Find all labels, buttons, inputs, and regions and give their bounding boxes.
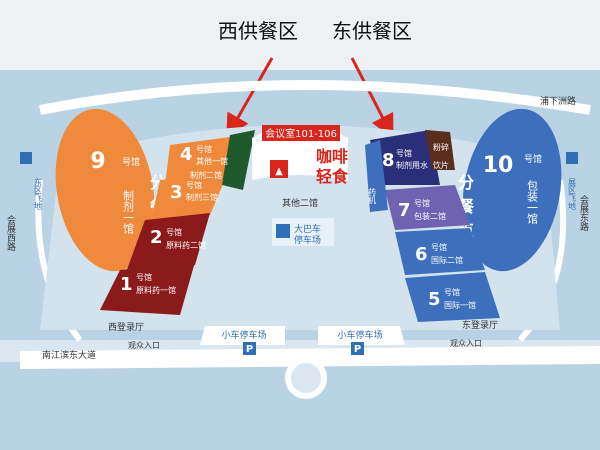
hall-6-name: 国际二馆	[431, 255, 463, 265]
east-entrance: 东登录厅	[462, 319, 498, 331]
hall-3[interactable]	[150, 172, 228, 225]
hall-10-name: 包装一馆	[526, 180, 539, 225]
hall-3b-name: 制剂二馆	[190, 170, 222, 180]
meeting-icon-glyph: ▲	[275, 166, 283, 177]
east-channel-label: 展区飞地	[568, 178, 577, 210]
hall-9[interactable]	[43, 101, 166, 279]
east-arrow	[350, 57, 394, 139]
other-hall2-label: 其他二馆	[282, 197, 318, 209]
hall-9-sub: 号馆	[122, 156, 140, 168]
hall-8[interactable]	[370, 130, 440, 185]
hall-7-num: 7	[398, 200, 411, 221]
hall-8-name: 制剂用水	[396, 160, 428, 170]
hall-10-num: 10	[483, 153, 514, 178]
hall-3-num: 3	[170, 182, 183, 203]
hall-8-side-label: 粉碎	[433, 142, 449, 152]
hall-10[interactable]	[450, 101, 573, 279]
bus-icon	[276, 224, 290, 238]
hall-4-side	[222, 130, 255, 190]
side-hall	[365, 140, 388, 212]
hall-3-sub: 号馆	[186, 180, 202, 190]
bus-parking-2: 停车场	[294, 234, 321, 246]
hall-1-num: 1	[120, 274, 133, 295]
east-dining-title: 东供餐区	[332, 19, 412, 43]
hall-10-sub: 号馆	[524, 153, 542, 165]
hall-6[interactable]	[395, 228, 485, 275]
hall-8-sub: 号馆	[396, 148, 412, 158]
hall-2-num: 2	[150, 227, 163, 248]
car-parking-east-label: 小车停车场	[337, 329, 382, 341]
northeast-road-label: 浦下洲路	[540, 95, 576, 107]
hall-7-sub: 号馆	[414, 198, 430, 208]
north-road	[39, 80, 591, 115]
svg-text:分: 分	[458, 173, 474, 192]
hall-6-num: 6	[415, 244, 428, 265]
hall-8-side-label2: 饮片	[433, 160, 449, 170]
hall-2-name: 原料药二馆	[166, 240, 206, 250]
hall-7[interactable]	[385, 185, 470, 230]
hall-1-name: 原料药一馆	[136, 285, 176, 295]
east-road-label: 会展东路	[578, 194, 589, 232]
hall-4-name: 其他一馆	[196, 156, 228, 166]
hall-4-num: 4	[180, 144, 193, 165]
west-road-label: 会展西路	[5, 214, 16, 252]
west-audience-entrance: 观众入口	[128, 341, 160, 350]
hall-1-sub: 号馆	[136, 272, 152, 282]
hall-5-num: 5	[428, 289, 441, 310]
meeting-icon	[270, 160, 288, 178]
hall-4-sub: 号馆	[196, 144, 212, 154]
west-dining-title: 西供餐区	[218, 19, 298, 43]
hall-2[interactable]	[125, 213, 210, 275]
parking-icon-east	[351, 342, 364, 355]
hall-9-name: 制剂一馆	[122, 190, 135, 235]
hall-2-sub: 号馆	[166, 227, 182, 237]
south-road-label: 南江滨东大道	[42, 349, 96, 361]
cafe-label-1: 咖啡	[316, 147, 348, 166]
hall-6-sub: 号馆	[431, 242, 447, 252]
west-arrow	[226, 57, 274, 139]
hall-1[interactable]	[100, 262, 195, 315]
hall-5-name: 国际一馆	[444, 300, 476, 310]
west-entrance: 西登录厅	[108, 322, 144, 333]
hall-5-sub: 号馆	[444, 287, 460, 297]
roundabout	[285, 357, 327, 399]
hall-8-num: 8	[382, 150, 395, 171]
car-parking-west-label: 小车停车场	[221, 329, 266, 341]
hall-3-name: 制剂三馆	[186, 192, 218, 202]
bus-stop-icon-west	[20, 152, 32, 164]
bus-parking-1: 大巴车	[294, 223, 321, 235]
hall-8-side	[425, 130, 455, 170]
cafe-label-2: 轻食	[316, 167, 349, 186]
parking-icon-west-glyph: P	[246, 344, 253, 355]
parking-icon-west	[243, 342, 256, 355]
car-parking-west	[200, 326, 285, 345]
meeting-room-label: 会议室101-106	[265, 127, 337, 140]
west-channel-label: 东区飞地	[34, 177, 43, 210]
hall-5[interactable]	[405, 272, 500, 322]
parking-icon-east-glyph: P	[354, 344, 361, 355]
east-audience-entrance: 观众入口	[450, 339, 482, 348]
car-parking-east	[318, 326, 405, 345]
hall-7-name: 包装二馆	[414, 211, 446, 221]
side-hall-label: 药机	[368, 187, 377, 205]
hall-9-num: 9	[90, 149, 105, 174]
bus-stop-icon-east	[566, 152, 578, 164]
meeting-room-sign	[262, 125, 340, 141]
